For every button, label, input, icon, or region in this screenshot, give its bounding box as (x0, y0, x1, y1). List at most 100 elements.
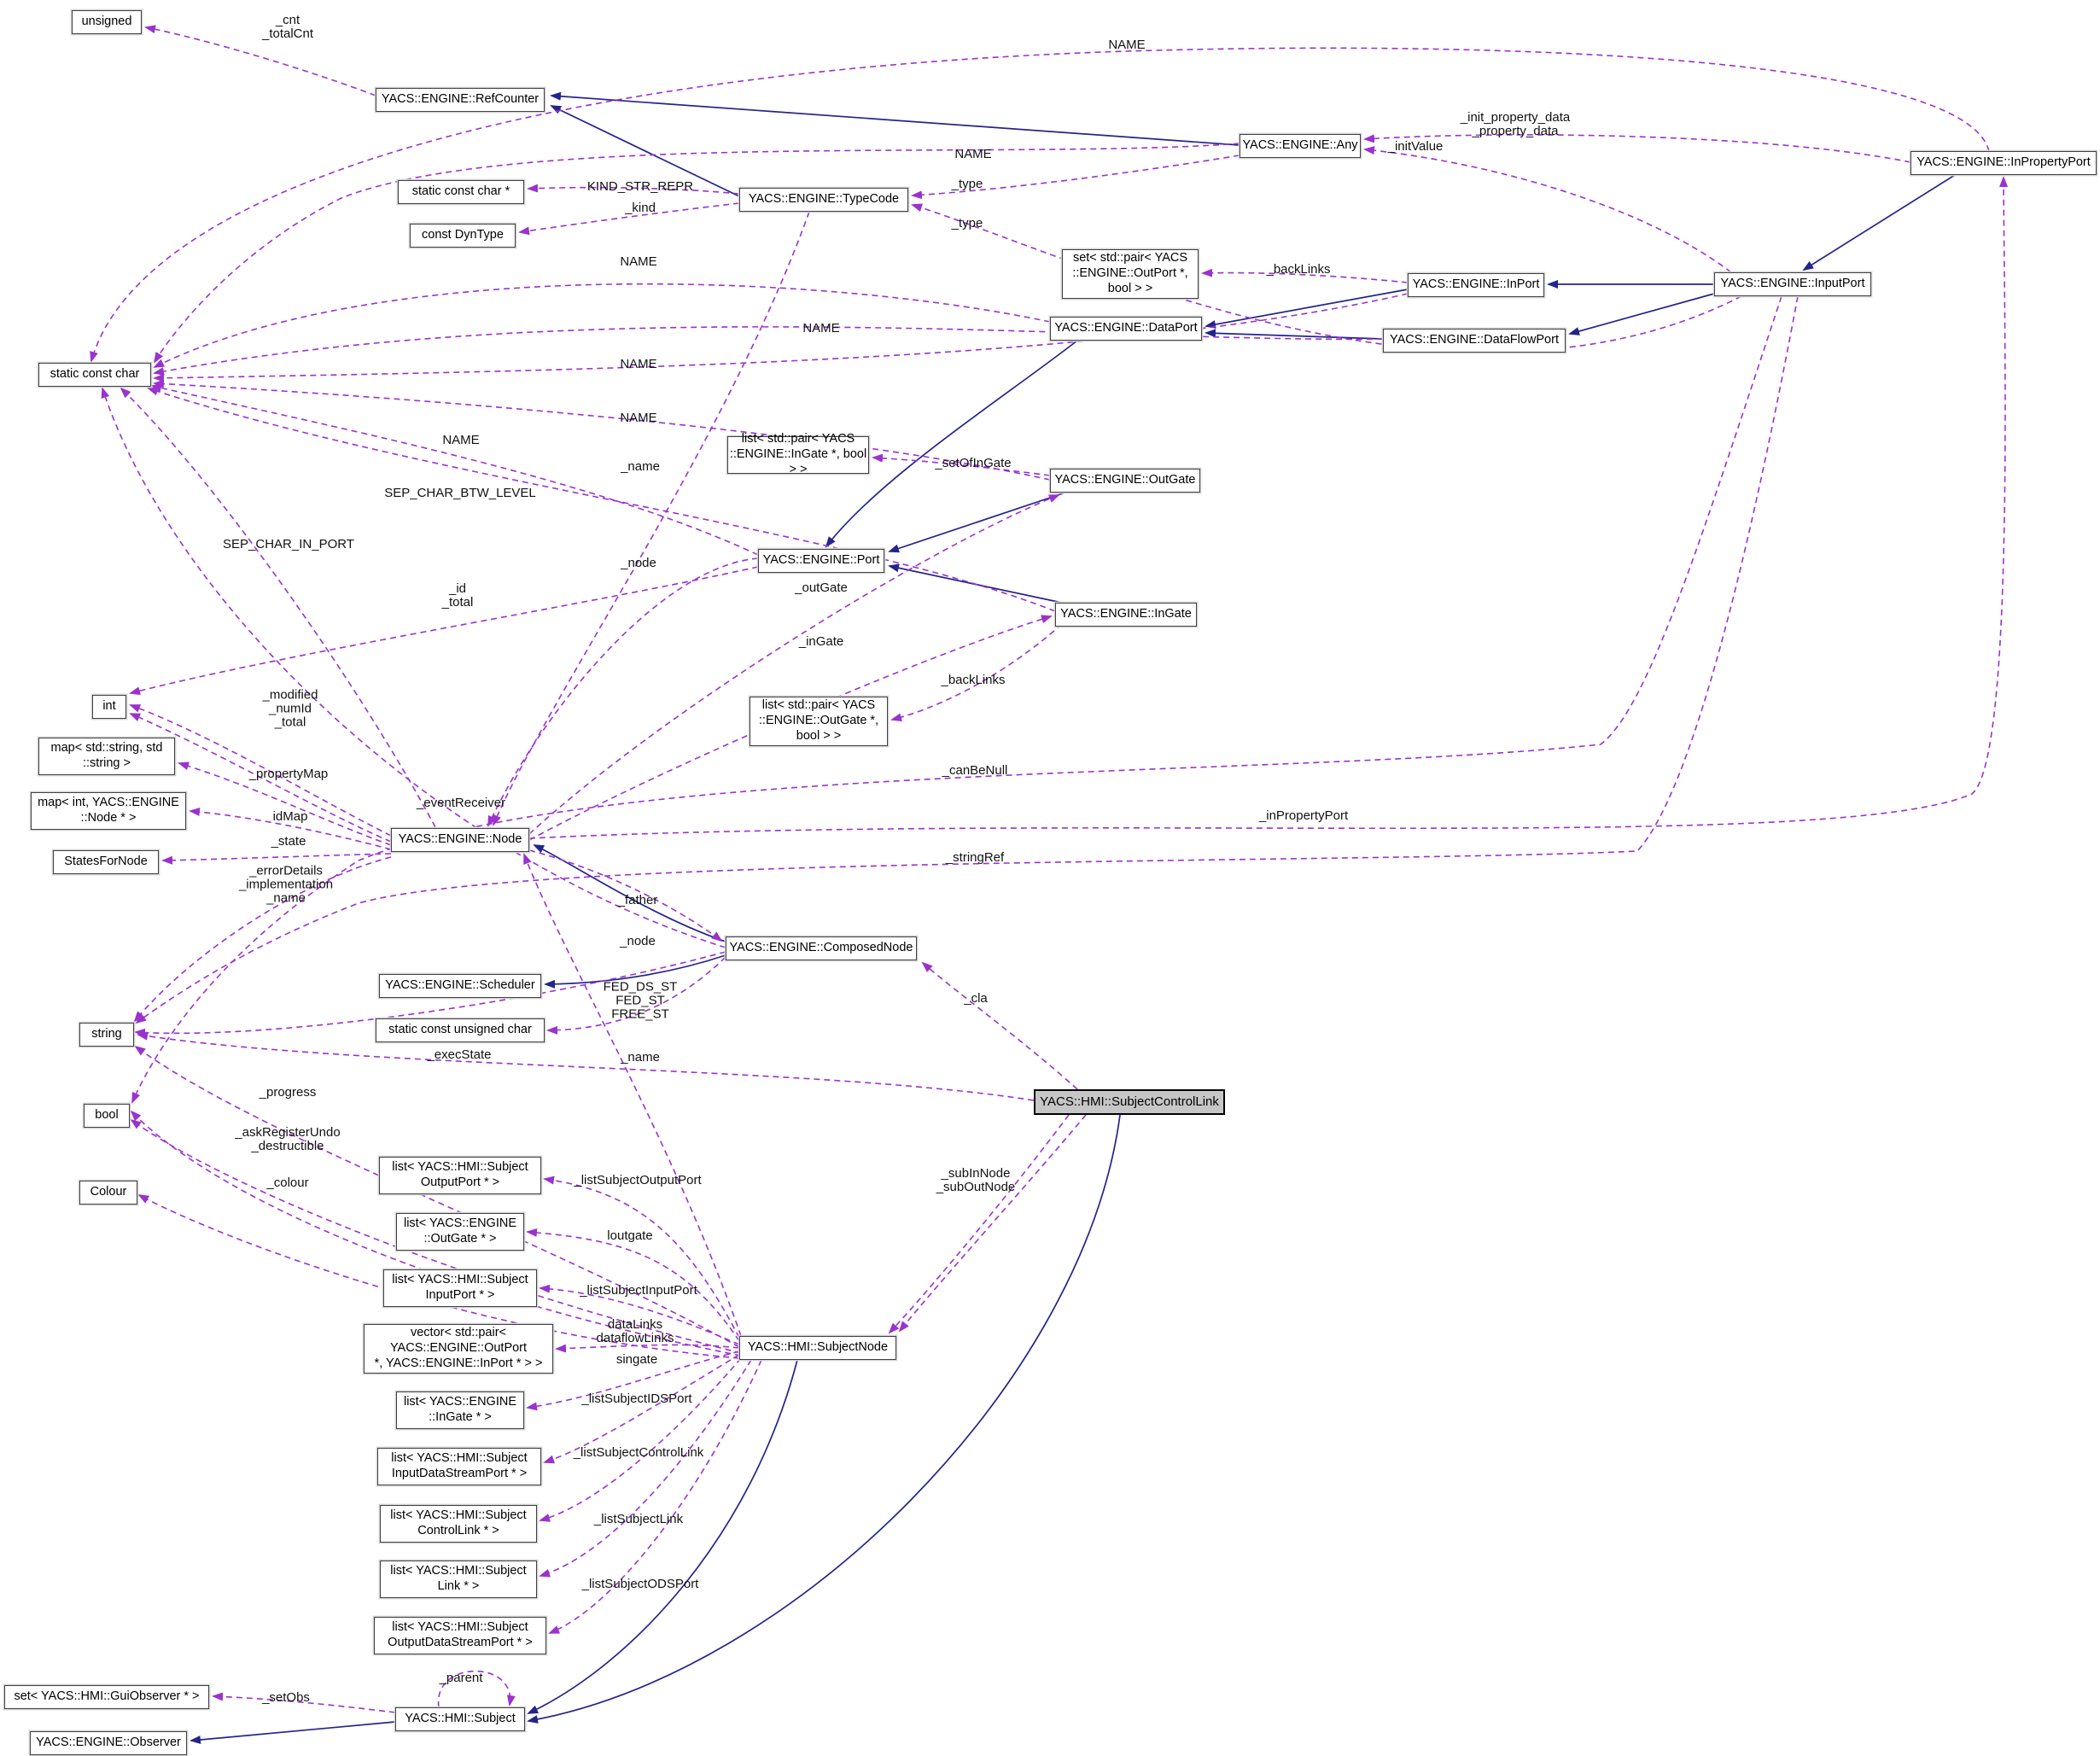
class-node-list-pair-outgate-bool[interactable]: list< std::pair< YACS ::ENGINE::OutGate … (750, 697, 888, 746)
class-node-string[interactable]: string (79, 1023, 134, 1047)
class-node-list-subject-controllink[interactable]: list< YACS::HMI::Subject ControlLink * > (380, 1505, 537, 1543)
class-node-statesfornode[interactable]: StatesForNode (53, 850, 159, 874)
class-node-node[interactable]: YACS::ENGINE::Node (391, 828, 529, 852)
class-node-vector-pair-outport-inport[interactable]: vector< std::pair< YACS::ENGINE::OutPort… (364, 1324, 553, 1374)
edge-typecode-refcounter (550, 105, 740, 197)
edge-typecode-dyntype (518, 202, 740, 236)
edge-inputport-typecode (911, 203, 1742, 353)
class-node-list-subject-idsport[interactable]: list< YACS::HMI::Subject InputDataStream… (377, 1448, 541, 1485)
edge-composednode-node (533, 844, 726, 942)
class-node-observer[interactable]: YACS::ENGINE::Observer (30, 1731, 187, 1755)
edge-dataport-port (825, 340, 1078, 548)
edge-sn-listcontrollink (539, 1357, 742, 1522)
class-node-outgate[interactable]: YACS::ENGINE::OutGate (1050, 469, 1200, 493)
edge-inputport-bool (131, 295, 1782, 1104)
edge-node-statesfornode (161, 853, 392, 865)
edge-sn-loutgate (526, 1228, 740, 1342)
class-node-bool[interactable]: bool (84, 1104, 130, 1128)
class-node-subject[interactable]: YACS::HMI::Subject (395, 1707, 525, 1731)
class-node-inputport[interactable]: YACS::ENGINE::InputPort (1714, 272, 1871, 296)
class-node-colour[interactable]: Colour (79, 1181, 137, 1205)
edge-node-int-a (129, 704, 392, 837)
class-node-inport[interactable]: YACS::ENGINE::InPort (1408, 273, 1544, 297)
edge-dataflowport-dataport (1205, 329, 1384, 340)
class-node-dataflowport[interactable]: YACS::ENGINE::DataFlowPort (1383, 329, 1566, 353)
edge-composednode-scheduler (544, 954, 726, 989)
edge-scl-string-name (137, 1031, 1035, 1101)
edge-outgate-port (888, 492, 1066, 553)
edge-subject-observer (190, 1721, 396, 1744)
class-node-list-subject-outputport[interactable]: list< YACS::HMI::Subject OutputPort * > (379, 1157, 541, 1194)
edge-sep-btw-level (120, 387, 436, 828)
edge-sn-listlink (539, 1359, 752, 1578)
class-node-list-pair-ingate-bool[interactable]: list< std::pair< YACS ::ENGINE::InGate *… (727, 432, 869, 476)
class-node-const-dyntype[interactable]: const DynType (410, 224, 516, 248)
class-node-set-guiobserver[interactable]: set< YACS::HMI::GuiObserver * > (4, 1685, 209, 1709)
edge-name-top (90, 47, 1990, 363)
edge-ingate-listoutgatepair (890, 623, 1063, 722)
edge-inputport-dataflowport (1568, 293, 1715, 335)
class-node-static-const-unsigned-char[interactable]: static const unsigned char (376, 1018, 545, 1042)
class-node-composednode[interactable]: YACS::ENGINE::ComposedNode (726, 936, 917, 960)
edge-outgate-listingatepair (872, 453, 1051, 476)
edge-name-port (150, 383, 759, 556)
edge-inport-setpair (1201, 268, 1409, 283)
class-node-typecode[interactable]: YACS::ENGINE::TypeCode (739, 188, 908, 212)
class-node-any[interactable]: YACS::ENGINE::Any (1240, 134, 1361, 158)
edge-any-typecode (911, 155, 1240, 200)
class-node-subjectcontrollink[interactable]: YACS::HMI::SubjectControlLink (1034, 1089, 1225, 1115)
edge-name-dataflowport (153, 326, 1384, 376)
edge-node-inpropertyport (528, 176, 2009, 839)
class-node-list-subject-odsport[interactable]: list< YACS::HMI::Subject OutputDataStrea… (374, 1617, 546, 1654)
class-node-map-string-string[interactable]: map< std::string, std ::string > (38, 738, 175, 775)
edge-inport-dataport (1205, 289, 1409, 329)
edge-sn-singate (526, 1351, 740, 1411)
edge-sn-listoutputport (543, 1176, 740, 1339)
edge-composednode-staticuchar (546, 956, 726, 1035)
edge-node-mapstring (178, 761, 392, 846)
edge-askregisterundo-bool (130, 1118, 742, 1354)
edge-node-composednode (528, 849, 723, 942)
edge-sn-listodsport (548, 1359, 762, 1634)
edge-name-any (153, 143, 1240, 364)
class-node-dataport[interactable]: YACS::ENGINE::DataPort (1050, 317, 1202, 341)
class-node-scheduler[interactable]: YACS::ENGINE::Scheduler (379, 974, 541, 998)
edge-subject-setobs (212, 1692, 396, 1713)
edge-port-int (129, 566, 759, 696)
class-node-list-ingate[interactable]: list< YACS::ENGINE ::InGate * > (396, 1391, 524, 1429)
class-node-port[interactable]: YACS::ENGINE::Port (758, 549, 884, 573)
class-node-unsigned[interactable]: unsigned (72, 10, 142, 34)
edge-sn-listidsport (543, 1354, 740, 1464)
class-node-ingate[interactable]: YACS::ENGINE::InGate (1055, 603, 1197, 627)
edge-destructible-bool (130, 1110, 742, 1356)
edge-any-refcounter (550, 91, 1240, 146)
edge-subjectnode-node (523, 853, 742, 1337)
edge-name-inport (153, 293, 1409, 382)
edge-subjectnode-subject (527, 1359, 798, 1714)
edge-scl-subjectnode-a (898, 1114, 1087, 1333)
edge-typecode-charptr (527, 184, 740, 195)
class-node-map-int-node[interactable]: map< int, YACS::ENGINE ::Node * > (31, 792, 186, 830)
class-node-static-const-char[interactable]: static const char (38, 363, 151, 387)
class-node-int[interactable]: int (92, 695, 126, 719)
edge-inpropertyport-any (1363, 134, 1911, 163)
class-node-list-outgate[interactable]: list< YACS::ENGINE ::OutGate * > (396, 1213, 524, 1251)
edge-inputport-any (1363, 146, 1732, 273)
edge-sn-datalinks (555, 1344, 740, 1353)
class-node-list-subject-link[interactable]: list< YACS::HMI::Subject Link * > (380, 1561, 537, 1598)
edge-name-ingate (147, 387, 1056, 612)
class-node-set-pair-outport-bool[interactable]: set< std::pair< YACS ::ENGINE::OutPort *… (1062, 249, 1199, 299)
edge-node-int-b (129, 713, 392, 843)
class-node-refcounter[interactable]: YACS::ENGINE::RefCounter (376, 88, 545, 112)
edge-inputport-string (135, 295, 1799, 1024)
edge-sep-in-port (101, 387, 726, 948)
edge-node-string (133, 856, 392, 1023)
class-node-subjectnode[interactable]: YACS::HMI::SubjectNode (739, 1336, 896, 1360)
edge-scl-composednode (921, 961, 1078, 1090)
edge-port-node (487, 557, 759, 827)
class-node-static-const-char-ptr[interactable]: static const char * (398, 180, 524, 204)
class-node-list-subject-inputport[interactable]: list< YACS::HMI::Subject InputPort * > (383, 1269, 537, 1307)
class-node-inpropertyport[interactable]: YACS::ENGINE::InPropertyPort (1910, 151, 2097, 175)
